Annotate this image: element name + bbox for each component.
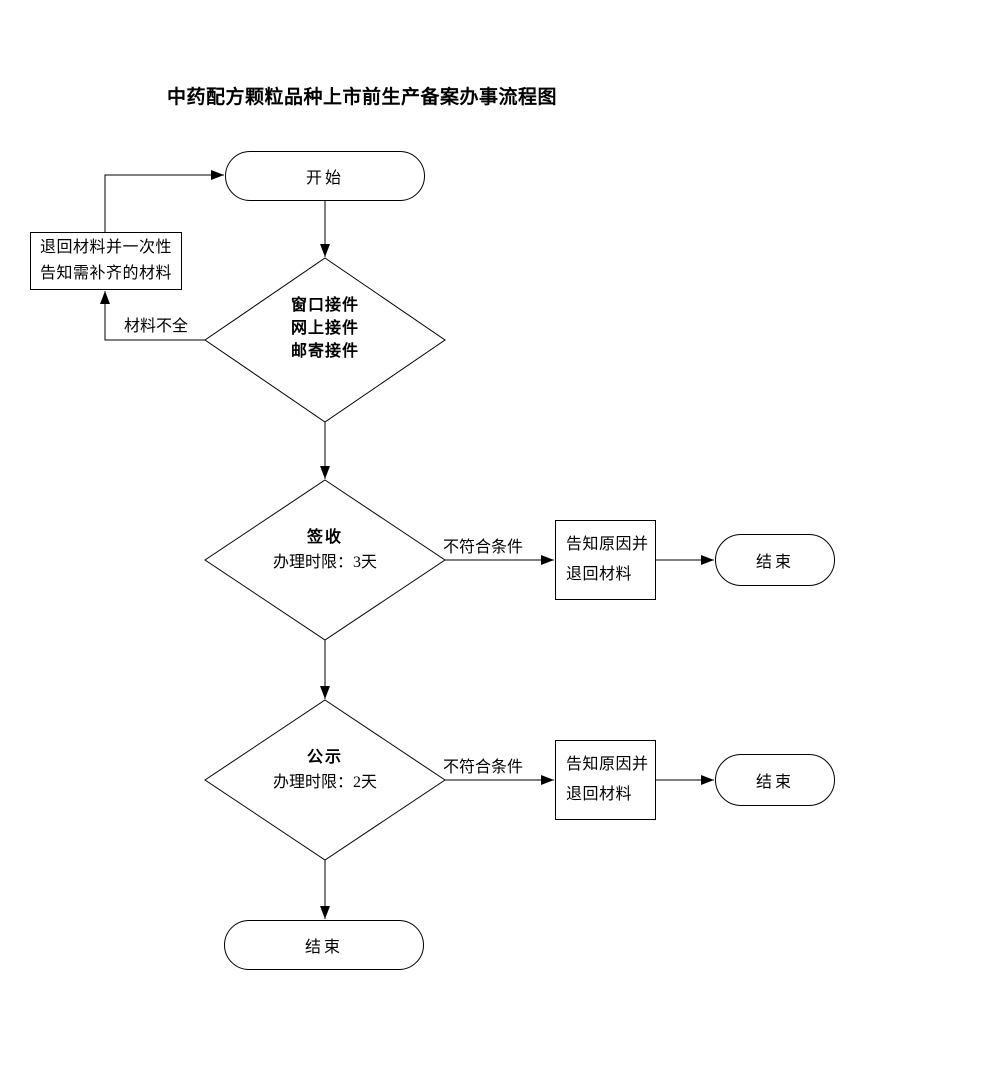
connector-intake-to-return-box	[100, 291, 205, 341]
end-terminator-2-label: 结束	[755, 774, 794, 791]
final-end-terminator-label: 结束	[304, 939, 343, 956]
not-qualified-label-1: 不符合条件	[443, 539, 524, 556]
notify2-line2: 退回材料	[566, 786, 633, 803]
start-terminator: 开始	[225, 151, 425, 201]
return-materials-line1: 退回材料并一次性	[39, 239, 172, 256]
not-qualified-label-2: 不符合条件	[443, 759, 524, 776]
notify-reason-process-1: 告知原因并 退回材料	[555, 520, 656, 600]
start-terminator-label: 开始	[305, 170, 344, 187]
notify-reason-process-2: 告知原因并 退回材料	[555, 740, 656, 820]
return-materials-line2: 告知需补齐的材料	[39, 265, 172, 282]
sign-diamond-shape	[204, 479, 446, 641]
notify2-line1: 告知原因并	[566, 756, 649, 773]
page-title: 中药配方颗粒品种上市前生产备案办事流程图	[167, 87, 558, 108]
connector-return-box-to-start	[104, 170, 224, 232]
intake-diamond-shape	[204, 257, 446, 423]
final-end-terminator: 结束	[224, 920, 424, 970]
publicity-diamond-shape	[204, 699, 446, 861]
notify1-line1: 告知原因并	[566, 536, 649, 553]
return-materials-process: 退回材料并一次性 告知需补齐的材料	[30, 232, 182, 290]
end-terminator-2: 结束	[715, 754, 835, 806]
notify1-line2: 退回材料	[566, 566, 633, 583]
end-terminator-1-label: 结束	[755, 554, 794, 571]
materials-incomplete-label: 材料不全	[124, 318, 189, 335]
end-terminator-1: 结束	[715, 534, 835, 586]
